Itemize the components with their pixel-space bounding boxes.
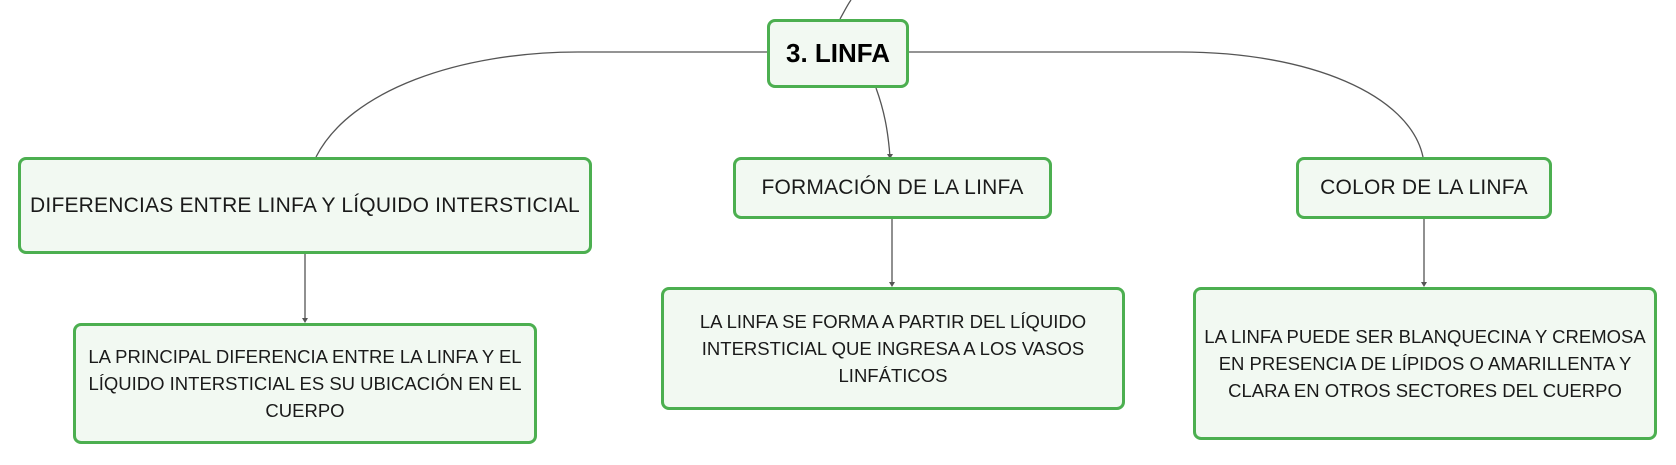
- leaf-node-text: LA PRINCIPAL DIFERENCIA ENTRE LA LINFA Y…: [88, 346, 522, 421]
- branch-node-label: FORMACIÓN DE LA LINFA: [761, 176, 1024, 199]
- leaf-node-diferencias[interactable]: LA PRINCIPAL DIFERENCIA ENTRE LA LINFA Y…: [73, 323, 537, 444]
- connector-root-to-formacion: [875, 87, 891, 158]
- connector-root-to-parent: [839, 0, 852, 20]
- leaf-node-formacion[interactable]: LA LINFA SE FORMA A PARTIR DEL LÍQUIDO I…: [661, 287, 1125, 410]
- leaf-node-text: LA LINFA PUEDE SER BLANQUECINA Y CREMOSA…: [1204, 326, 1646, 401]
- branch-node-diferencias[interactable]: DIFERENCIAS ENTRE LINFA Y LÍQUIDO INTERS…: [18, 157, 592, 254]
- root-node[interactable]: 3. LINFA: [767, 19, 909, 88]
- branch-node-label: COLOR DE LA LINFA: [1320, 176, 1528, 199]
- connector-root-to-diferencias: [315, 51, 767, 158]
- leaf-node-text: LA LINFA SE FORMA A PARTIR DEL LÍQUIDO I…: [699, 311, 1087, 386]
- connector-root-to-color: [909, 51, 1424, 158]
- branch-node-color[interactable]: COLOR DE LA LINFA: [1296, 157, 1552, 219]
- branch-node-formacion[interactable]: FORMACIÓN DE LA LINFA: [733, 157, 1052, 219]
- root-node-label: 3. LINFA: [785, 38, 890, 68]
- leaf-node-color[interactable]: LA LINFA PUEDE SER BLANQUECINA Y CREMOSA…: [1193, 287, 1657, 440]
- branch-node-label: DIFERENCIAS ENTRE LINFA Y LÍQUIDO INTERS…: [30, 193, 580, 217]
